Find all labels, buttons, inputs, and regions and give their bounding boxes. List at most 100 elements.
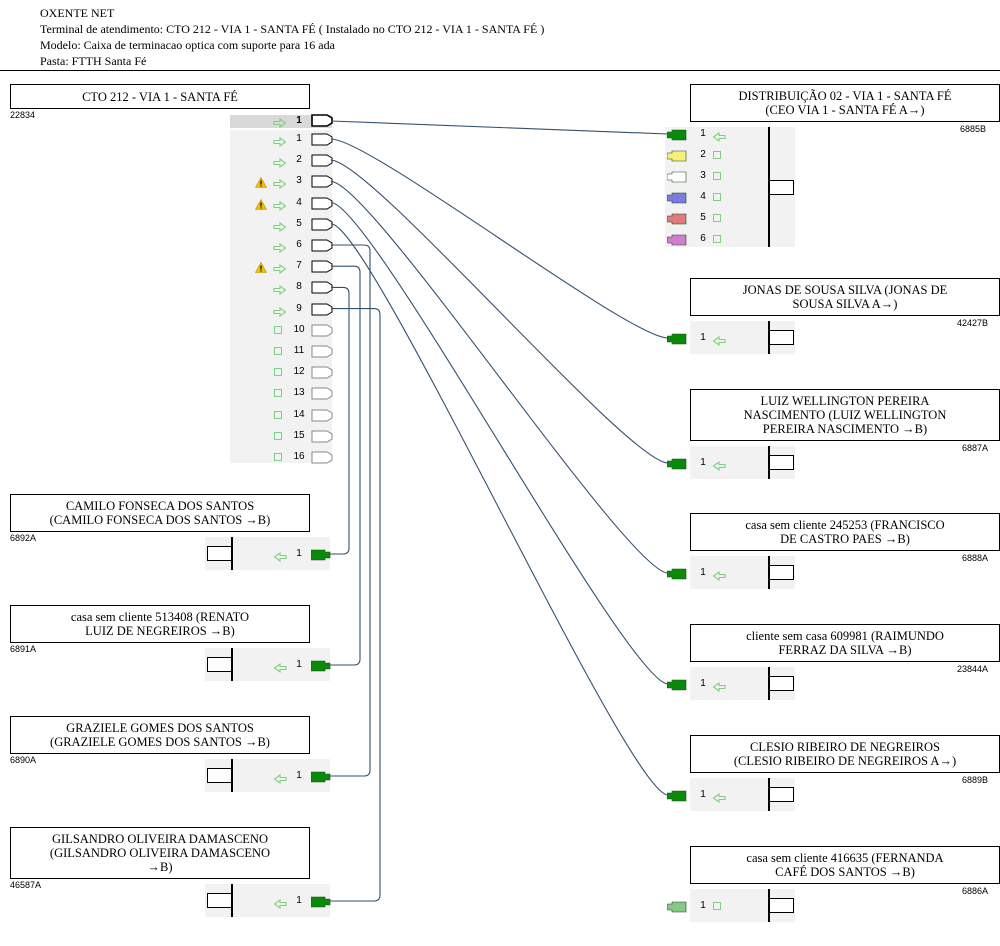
cto-input-row[interactable] xyxy=(230,115,332,128)
right-client-title: JONAS DE SOUSA SILVA (JONAS DE SOUSA SIL… xyxy=(742,283,948,311)
left-client-connector[interactable] xyxy=(310,770,331,788)
fiber-wire-left[interactable] xyxy=(330,286,350,555)
arrow-right-icon xyxy=(273,134,287,148)
arrow-left-icon xyxy=(273,549,287,563)
cto-port-10[interactable] xyxy=(311,324,333,342)
fiber-wire-right[interactable] xyxy=(330,180,669,574)
fiber-wire-right[interactable] xyxy=(330,223,669,796)
arrow-right-icon xyxy=(273,115,287,129)
left-client-title-box[interactable]: casa sem cliente 513408 (RENATO LUIZ DE … xyxy=(10,605,310,643)
right-client-connector[interactable] xyxy=(666,900,687,918)
cto-port-6[interactable] xyxy=(311,239,333,257)
right-client-connector[interactable] xyxy=(666,678,687,696)
cto-port-8[interactable] xyxy=(311,281,333,299)
distribution-fiber-6[interactable] xyxy=(666,233,687,251)
distribution-fiber-1[interactable] xyxy=(666,128,687,146)
cto-port-9[interactable] xyxy=(311,303,333,321)
left-client-slot[interactable] xyxy=(207,768,232,783)
right-client-port-number: 1 xyxy=(700,900,706,911)
folder-info: Pasta: FTTH Santa Fé xyxy=(40,54,147,68)
distribution-fiber-4[interactable] xyxy=(666,191,687,209)
fiber-wire-left[interactable] xyxy=(330,308,381,902)
left-client-title-box[interactable]: CAMILO FONSECA DOS SANTOS (CAMILO FONSEC… xyxy=(10,494,310,532)
right-client-title-box[interactable]: JONAS DE SOUSA SILVA (JONAS DE SOUSA SIL… xyxy=(690,278,1000,316)
distribution-fiber-2[interactable] xyxy=(666,149,687,167)
right-client-port-number: 1 xyxy=(700,678,706,689)
distribution-fiber-3[interactable] xyxy=(666,170,687,188)
distribution-title-box[interactable]: DISTRIBUIÇÃO 02 - VIA 1 - SANTA FÉ (CEO … xyxy=(690,84,1000,122)
left-client-slot[interactable] xyxy=(207,893,232,908)
square-icon xyxy=(274,453,282,461)
square-icon xyxy=(713,214,721,222)
distribution-fiber-5[interactable] xyxy=(666,212,687,230)
cto-port-number: 5 xyxy=(296,217,302,229)
right-client-slot[interactable] xyxy=(769,676,794,691)
right-client-slot[interactable] xyxy=(769,898,794,913)
distribution-fiber-number: 2 xyxy=(700,149,706,160)
arrow-left-icon xyxy=(712,568,726,582)
right-client-title-box[interactable]: LUIZ WELLINGTON PEREIRA NASCIMENTO (LUIZ… xyxy=(690,389,1000,441)
fiber-wire-left[interactable] xyxy=(330,244,371,777)
cto-port-number: 15 xyxy=(293,429,305,441)
right-client-slot[interactable] xyxy=(769,330,794,345)
cto-port-3[interactable] xyxy=(311,175,333,193)
cto-port-5[interactable] xyxy=(311,218,333,236)
right-client-title-box[interactable]: cliente sem casa 609981 (RAIMUNDO FERRAZ… xyxy=(690,624,1000,662)
fiber-wire-right[interactable] xyxy=(330,138,669,339)
left-client-connector[interactable] xyxy=(310,548,331,566)
left-client-slot[interactable] xyxy=(207,657,232,672)
left-client-title-box[interactable]: GILSANDRO OLIVEIRA DAMASCENO (GILSANDRO … xyxy=(10,827,310,879)
right-client-slot[interactable] xyxy=(769,565,794,580)
right-client-connector[interactable] xyxy=(666,332,687,350)
cto-port-16[interactable] xyxy=(311,451,333,469)
left-client-title: casa sem cliente 513408 (RENATO LUIZ DE … xyxy=(70,610,250,638)
cto-port-11[interactable] xyxy=(311,345,333,363)
left-client-connector[interactable] xyxy=(310,659,331,677)
left-client-title: GRAZIELE GOMES DOS SANTOS (GRAZIELE GOME… xyxy=(50,721,270,749)
left-client-connector[interactable] xyxy=(310,895,331,913)
left-client-code: 6890A xyxy=(10,755,37,765)
right-client-title-box[interactable]: casa sem cliente 416635 (FERNANDA CAFÉ D… xyxy=(690,846,1000,884)
fiber-wire-right[interactable] xyxy=(330,159,669,464)
cto-input-port[interactable] xyxy=(311,114,333,132)
left-client-slot[interactable] xyxy=(207,546,232,561)
cto-port-1[interactable] xyxy=(311,133,333,151)
cto-port-number: 1 xyxy=(296,133,302,144)
arrow-left-icon xyxy=(712,790,726,804)
left-client-bar xyxy=(231,648,233,681)
cto-port-12[interactable] xyxy=(311,366,333,384)
cto-input-port-number: 1 xyxy=(296,115,302,126)
fiber-wire-input[interactable] xyxy=(330,120,669,135)
cto-port-number: 4 xyxy=(296,196,302,208)
left-client-code: 6892A xyxy=(10,533,37,543)
distribution-code: 6885B xyxy=(960,124,987,134)
fiber-wire-left[interactable] xyxy=(330,265,361,666)
right-client-connector[interactable] xyxy=(666,789,687,807)
arrow-right-icon xyxy=(273,155,287,169)
arrow-left-icon xyxy=(712,129,726,143)
right-client-title-box[interactable]: CLESIO RIBEIRO DE NEGREIROS (CLESIO RIBE… xyxy=(690,735,1000,773)
left-client-code: 6891A xyxy=(10,644,37,654)
warning-icon xyxy=(254,175,268,189)
right-client-port-number: 1 xyxy=(700,789,706,800)
right-client-connector[interactable] xyxy=(666,567,687,585)
cto-port-13[interactable] xyxy=(311,387,333,405)
left-client-port-number: 1 xyxy=(296,770,302,781)
right-client-title-box[interactable]: casa sem cliente 245253 (FRANCISCO DE CA… xyxy=(690,513,1000,551)
distribution-splice-slot[interactable] xyxy=(769,180,794,195)
right-client-slot[interactable] xyxy=(769,787,794,802)
right-client-connector[interactable] xyxy=(666,457,687,475)
right-client-slot[interactable] xyxy=(769,455,794,470)
cto-port-4[interactable] xyxy=(311,197,333,215)
header-divider xyxy=(0,70,1000,71)
left-client-port-number: 1 xyxy=(296,548,302,559)
fiber-wire-right[interactable] xyxy=(330,202,669,685)
left-client-bar xyxy=(231,884,233,917)
left-client-title-box[interactable]: GRAZIELE GOMES DOS SANTOS (GRAZIELE GOME… xyxy=(10,716,310,754)
cto-port-14[interactable] xyxy=(311,409,333,427)
cto-port-2[interactable] xyxy=(311,154,333,172)
cto-title-box[interactable]: CTO 212 - VIA 1 - SANTA FÉ xyxy=(10,84,310,109)
left-client-port-number: 1 xyxy=(296,659,302,670)
cto-port-7[interactable] xyxy=(311,260,333,278)
cto-port-15[interactable] xyxy=(311,430,333,448)
